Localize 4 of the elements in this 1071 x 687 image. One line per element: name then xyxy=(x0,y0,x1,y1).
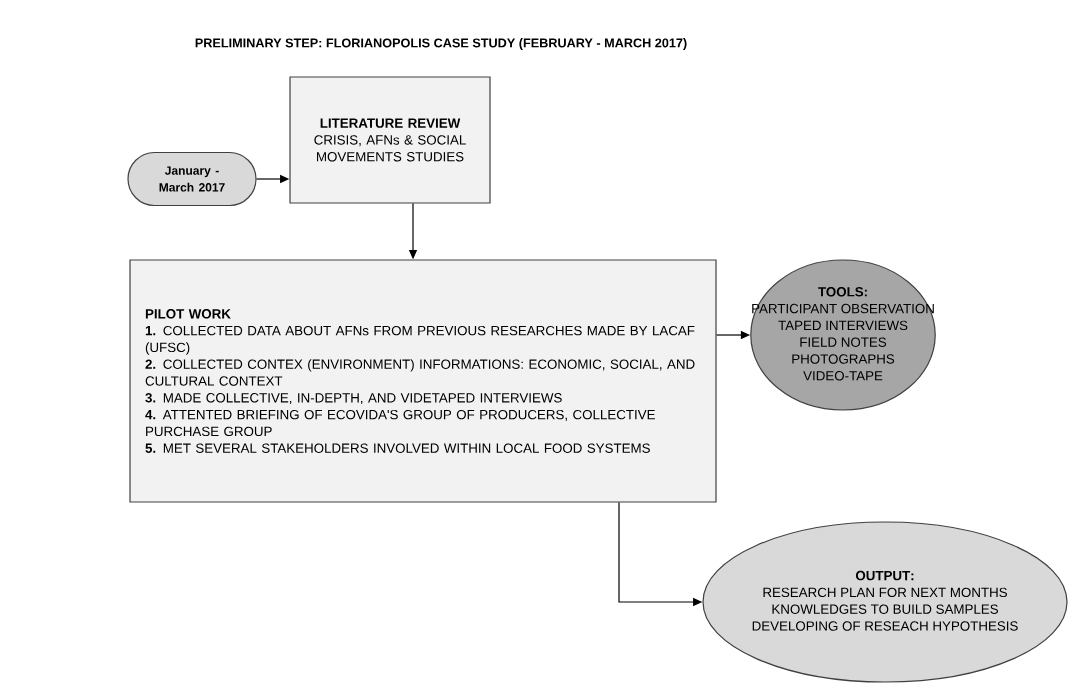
process-box: LITERATURE REVIEW CRISIS, AFNs & SOCIAL MOVEMENTS STUDIES xyxy=(289,76,491,204)
date-pill: January - March 2017 xyxy=(127,151,257,207)
process-box: PILOT WORK 1. COLLECTED DATA ABOUT AFNs FROM PREVIOUS RESEARCHES MADE BY LACAF (UFSC) 2. COLLECTED CONTEX (ENVIRONMENT) INFORMATIONS: ECONOMIC, SOCIAL, AND CULTURAL CONTEXT 3. MADE COLLECTIVE, IN-DEPTH, AND VIDETAPED INTERVIEWS 4. ATTENTED BRIEFING OF ECOVIDA'S GROUP OF PRODUCERS, COLLECTIVE PURCHASE GROUP 5. MET SEVERAL STAKEHOLDERS INVOLVED WITHIN LOCAL FOOD SYSTEMS xyxy=(129,259,717,503)
title: PRELIMINARY STEP: FLORIANOPOLIS CASE STUDY (FEBRUARY - MARCH 2017) xyxy=(195,38,687,50)
